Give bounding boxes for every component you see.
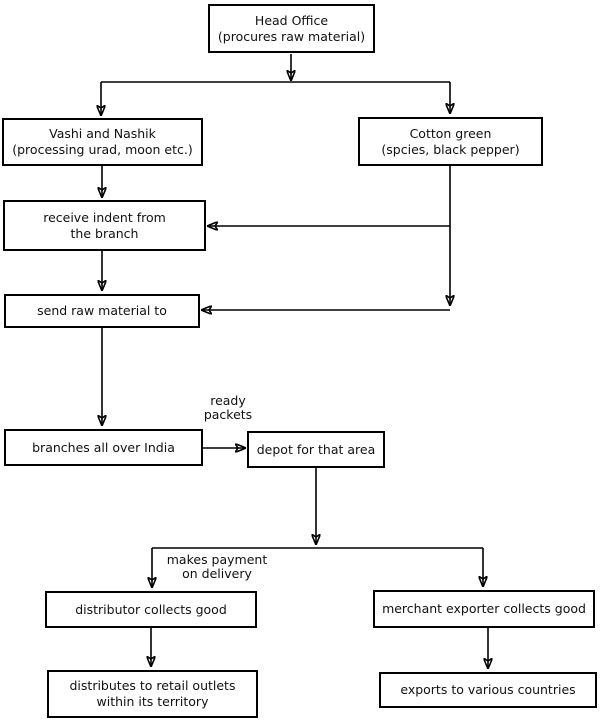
node-label: (spcies, black pepper) [381, 141, 520, 157]
node-cotton-green: Cotton green (spcies, black pepper) [358, 117, 543, 166]
edge-label-line: packets [203, 407, 253, 422]
node-label: receive indent from [43, 209, 166, 225]
node-depot: depot for that area [247, 431, 385, 468]
edge-label-makes-payment: makes payment on delivery [166, 553, 268, 581]
node-exports: exports to various countries [379, 672, 597, 708]
node-label: send raw material to [37, 303, 167, 318]
node-vashi-nashik: Vashi and Nashik (processing urad, moon … [2, 118, 203, 166]
node-label: merchant exporter collects good [382, 601, 586, 616]
edge-label-line: ready [210, 393, 246, 408]
node-head-office: Head Office (procures raw material) [208, 4, 375, 53]
node-label: depot for that area [256, 441, 376, 457]
node-label: branches all over India [32, 439, 175, 455]
node-merchant-exporter: merchant exporter collects good [373, 590, 595, 628]
node-retail-outlets: distributes to retail outlets within its… [47, 670, 258, 718]
node-label: distributes to retail outlets [69, 678, 236, 693]
node-receive-indent: receive indent from the branch [3, 200, 206, 251]
node-label: exports to various countries [400, 682, 576, 697]
node-label: the branch [70, 225, 139, 241]
node-label: Cotton green [409, 125, 492, 141]
node-label: (procures raw material) [217, 28, 366, 44]
node-branches: branches all over India [4, 429, 203, 466]
edge-label-ready-packets: ready packets [198, 394, 258, 422]
edge-label-line: on delivery [182, 566, 252, 581]
node-distributor: distributor collects good [45, 591, 257, 628]
node-send-raw-material: send raw material to [4, 294, 200, 328]
node-label: Vashi and Nashik [49, 126, 156, 141]
node-label: distributor collects good [75, 601, 227, 617]
node-label: within its territory [96, 694, 209, 709]
edge-label-line: makes payment [166, 552, 268, 567]
node-label: Head Office [254, 12, 329, 28]
node-label: (processing urad, moon etc.) [12, 142, 193, 157]
